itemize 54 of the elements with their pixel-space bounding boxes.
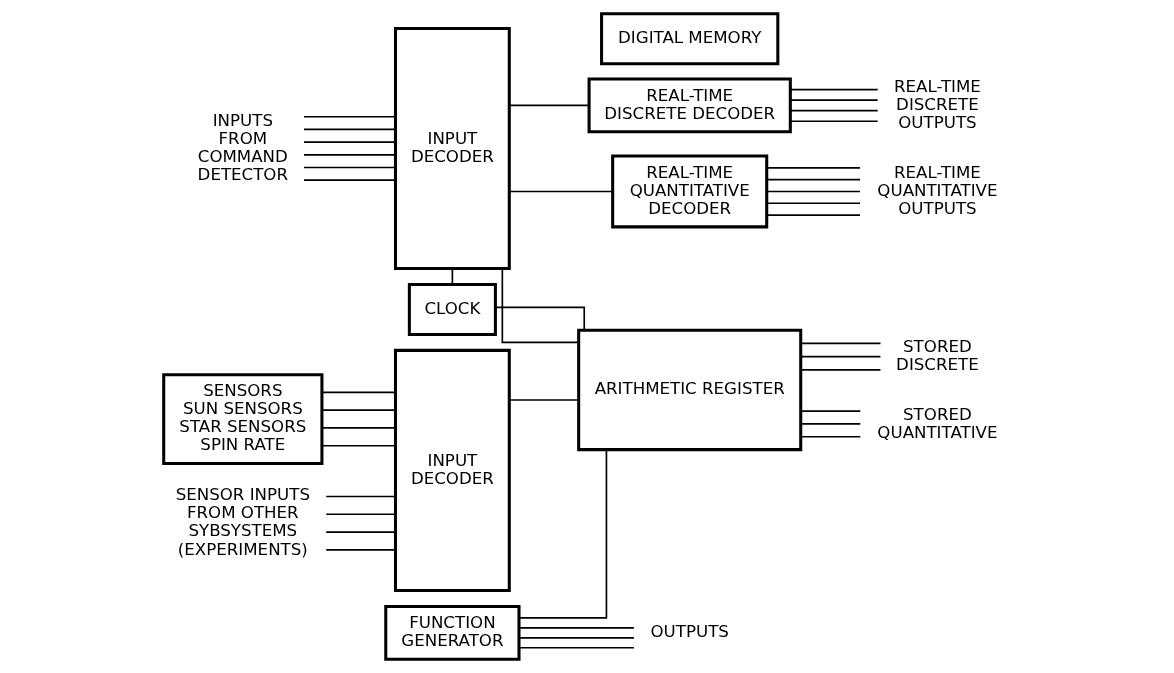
connector (303, 179, 397, 181)
connector (765, 178, 861, 181)
node-text: OUTPUTS (650, 622, 729, 642)
connector (789, 88, 879, 91)
node-box: REAL-TIME QUANTITATIVE DECODER (611, 154, 769, 229)
connector (325, 548, 396, 551)
connector (303, 115, 397, 118)
node-box: DIGITAL MEMORY (600, 12, 780, 66)
connector (765, 214, 861, 216)
node-box: ARITHMETIC REGISTER (577, 328, 803, 452)
connector (509, 190, 614, 193)
connector (789, 99, 879, 101)
connector (800, 355, 882, 358)
connector (518, 636, 635, 639)
node-text: INPUTS FROM COMMAND DETECTOR (197, 110, 289, 184)
connector (765, 202, 861, 205)
node-text: STORED DISCRETE (896, 336, 979, 374)
connector (321, 427, 397, 429)
connector (494, 306, 586, 331)
node-box: INPUT DECODER (393, 348, 511, 592)
connector (321, 409, 397, 412)
node-box: INPUT DECODER (393, 26, 511, 271)
node-box: FUNCTION GENERATOR (384, 604, 521, 661)
node-text: REAL-TIME QUANTITATIVE OUTPUTS (877, 162, 998, 218)
connector (765, 167, 861, 169)
connector (325, 495, 396, 498)
connector (321, 391, 397, 394)
connector (518, 626, 635, 629)
connector (789, 109, 879, 112)
connector (518, 646, 635, 649)
connector (321, 444, 397, 447)
connector (501, 267, 580, 344)
node-box: CLOCK (407, 282, 497, 336)
node-box: SENSORS SUN SENSORS STAR SENSORS SPIN RATE (162, 373, 324, 465)
node-box: REAL-TIME DISCRETE DECODER (587, 77, 792, 134)
connector (800, 368, 882, 371)
connector (800, 435, 862, 438)
connector (303, 166, 397, 169)
connector (509, 104, 590, 107)
connector (800, 423, 862, 425)
connector (789, 120, 879, 123)
connector (800, 342, 882, 345)
node-text: SENSOR INPUTS FROM OTHER SYBSYSTEMS (EXPERIMENTS) (175, 485, 310, 559)
connector (800, 410, 862, 412)
connector (518, 448, 608, 619)
node-text: STORED QUANTITATIVE (877, 404, 998, 442)
node-text: REAL-TIME DISCRETE OUTPUTS (893, 76, 981, 132)
connector (303, 153, 397, 156)
connector (509, 399, 580, 401)
connector (765, 190, 861, 193)
connector (303, 141, 397, 143)
connector (325, 531, 396, 533)
connector (325, 513, 396, 516)
connector (303, 128, 397, 131)
